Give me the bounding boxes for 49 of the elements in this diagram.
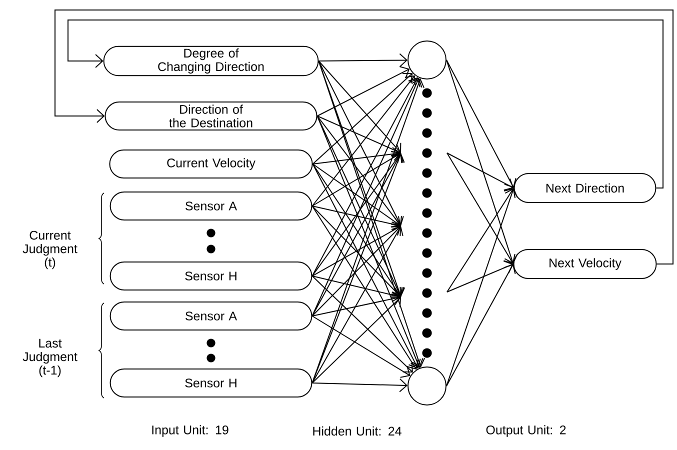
group-label: Last Judgment (t-1) — [22, 338, 78, 378]
arrow — [446, 188, 516, 292]
hidden-unit-circle — [408, 366, 446, 406]
arrow — [312, 164, 403, 297]
arrow — [316, 116, 424, 368]
arrow — [312, 153, 405, 384]
unit-count-label: Output Unit: 2 — [486, 425, 566, 437]
arrow — [312, 150, 401, 206]
feedback-arrow — [54, 10, 674, 264]
arrow — [446, 264, 516, 386]
feedback-arrow — [68, 20, 664, 188]
arrow — [312, 73, 413, 164]
group-label: Current Judgment (t) — [22, 230, 78, 270]
arrow — [446, 188, 518, 386]
arrow — [312, 75, 416, 206]
arrow — [312, 316, 410, 378]
unit-count-label: Hidden Unit: 24 — [313, 426, 402, 436]
arrow — [316, 66, 410, 116]
arrow — [446, 152, 516, 264]
unit-count-label: Input Unit: 19 — [152, 425, 228, 437]
arrow — [446, 60, 516, 188]
arrow — [312, 153, 404, 316]
arrow — [318, 60, 426, 368]
arrow — [446, 152, 514, 191]
arrow — [312, 77, 420, 276]
arrow — [312, 226, 404, 384]
hidden-unit-circle — [408, 40, 446, 80]
arrow — [312, 276, 413, 373]
arrow — [312, 297, 401, 384]
arrow — [312, 164, 421, 369]
arrow — [312, 206, 418, 370]
arrow — [312, 226, 401, 316]
arrow — [312, 164, 401, 228]
arrow — [316, 116, 402, 226]
arrow — [312, 292, 401, 316]
arrow — [316, 116, 404, 297]
arrow — [312, 206, 401, 232]
arrow — [312, 224, 401, 276]
arrow — [312, 153, 402, 276]
arrow — [312, 147, 401, 164]
arrow — [312, 378, 408, 392]
arrow — [446, 60, 518, 264]
arrow — [312, 78, 422, 316]
arrow — [312, 206, 401, 297]
arrow — [312, 276, 401, 302]
arrow — [318, 60, 402, 153]
arrow — [318, 53, 408, 68]
arrow — [446, 260, 514, 292]
arrow — [318, 60, 404, 226]
